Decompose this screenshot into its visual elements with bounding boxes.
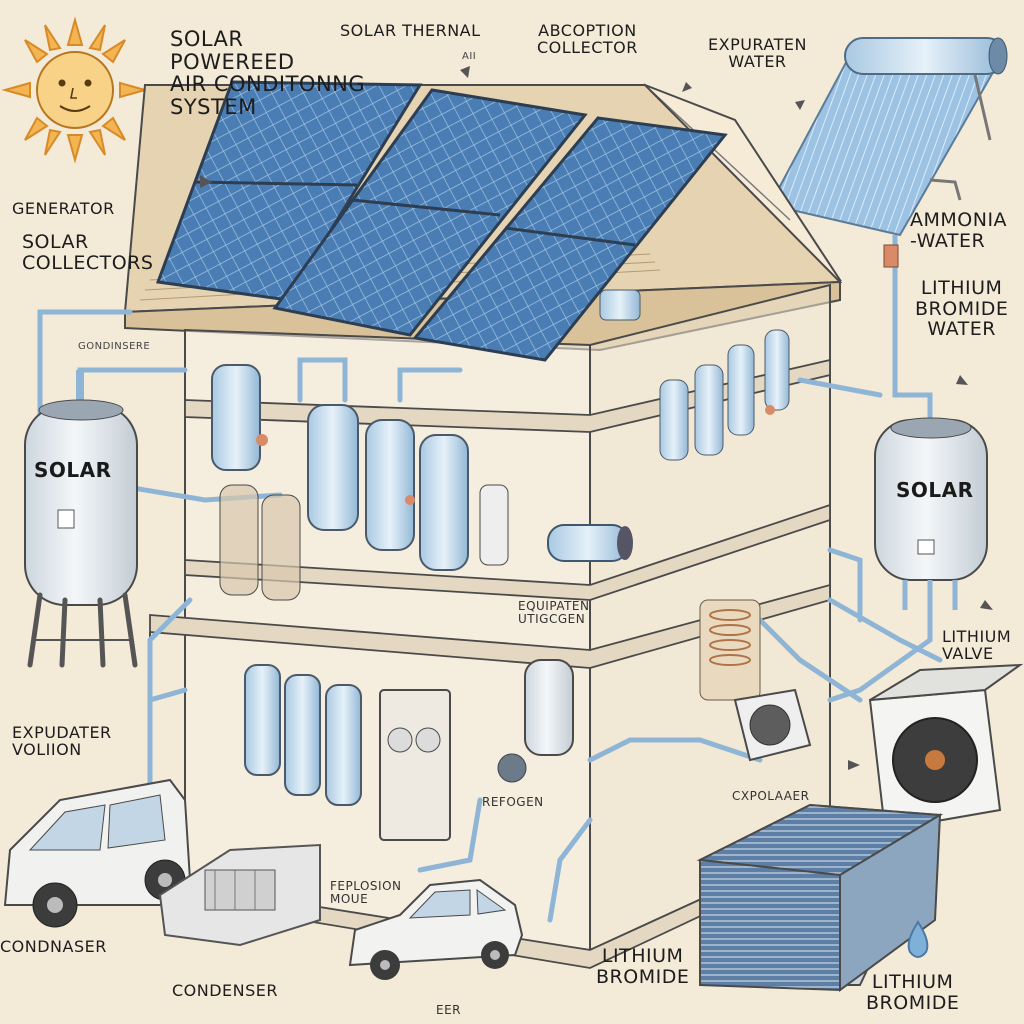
label-cxpolaaer: CXPOLAAER: [732, 789, 810, 803]
label-feplosion: FEPLOSION MOUE: [330, 879, 402, 906]
label-solar-left-tank: SOLAR: [34, 458, 112, 482]
label-solar-right-tank: SOLAR: [896, 478, 974, 502]
label-expuraten-water: EXPURATEN WATER: [708, 35, 807, 72]
solar-panels: [155, 80, 728, 362]
label-gondinsere: GONDINSERE: [78, 341, 151, 352]
label-lithium-bromide-center: LITHIUM BROMIDE: [596, 945, 690, 988]
label-lithium-valve: LITHIUM VALVE: [942, 627, 1012, 664]
sun-icon: [1, 16, 149, 164]
engine-illustration: [158, 843, 321, 947]
label-abcoption-collector: ABCOPTION COLLECTOR: [537, 21, 638, 58]
left-storage-tank: [24, 370, 138, 668]
label-condenser: CONDENSER: [172, 981, 279, 1000]
label-refogen: REFOGEN: [482, 795, 544, 809]
label-solar-thermal: SOLAR THERNAL: [340, 21, 481, 40]
arrow-icons: [200, 66, 993, 770]
water-drop-icon: [907, 920, 929, 958]
heat-exchanger-block: [696, 803, 944, 992]
sedan-illustration: [348, 878, 524, 980]
label-generator: GENERATOR: [12, 199, 115, 218]
right-storage-tank: [874, 417, 988, 610]
label-solar-thermal-sub: AII: [462, 51, 477, 62]
label-equipaten: EQUIPATEN UTIGCGEN: [518, 599, 590, 626]
diagram-title: SOLAR POWEREED AIR CONDITONNG SYSTEM: [170, 27, 366, 120]
label-lithium-bromide-water: LITHIUM BROMIDE WATER: [915, 277, 1009, 341]
van-illustration: [3, 778, 192, 928]
solar-panel-2: [272, 88, 588, 337]
solar-panel-3: [412, 116, 728, 362]
evacuated-tube-collector: [768, 37, 1008, 430]
outdoor-fan-unit-large: [868, 663, 1024, 832]
label-eer: EER: [436, 1003, 462, 1017]
label-lithium-bromide-right: LITHIUM BROMIDE: [866, 971, 960, 1014]
upper-floor-equipment: [211, 289, 790, 601]
label-solar-collectors: SOLAR COLLECTORS: [22, 231, 154, 274]
label-ammonia-water: AMMONIA -WATER: [910, 209, 1008, 252]
label-expudater-volion: EXPUDATER VOLIION: [12, 723, 112, 760]
label-condnaser: CONDNASER: [0, 937, 107, 956]
outdoor-fan-unit-small: [733, 688, 812, 762]
lower-floor-equipment: [244, 599, 761, 841]
